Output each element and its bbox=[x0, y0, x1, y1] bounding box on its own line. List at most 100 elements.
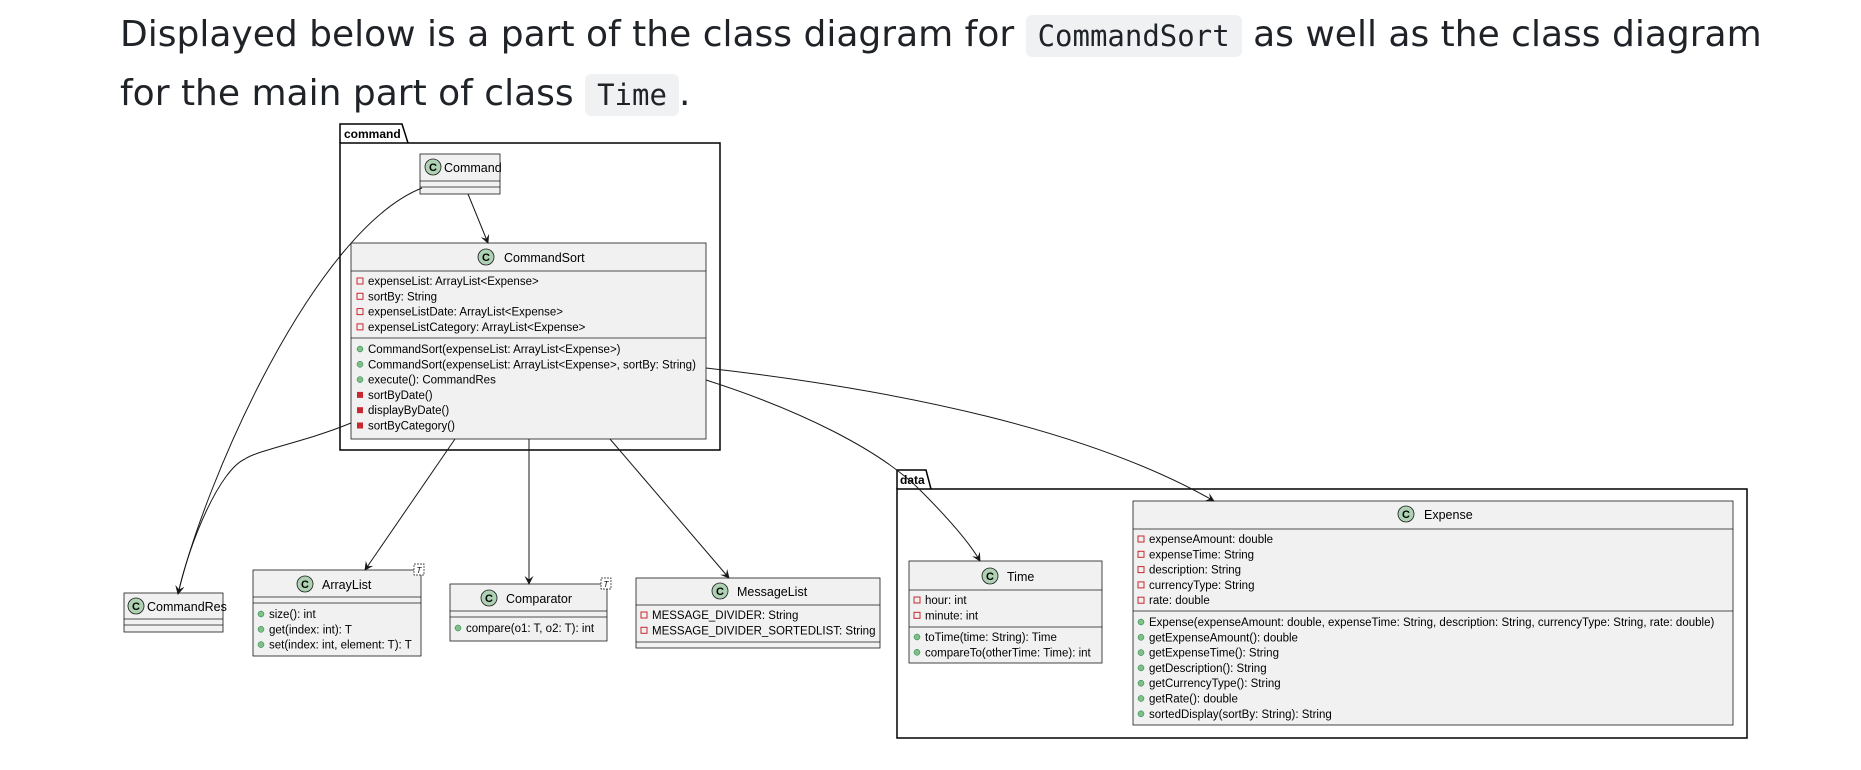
edge-commandsort-to-time bbox=[705, 379, 981, 562]
class-c-letter: C bbox=[482, 252, 490, 264]
package-command-label: command bbox=[344, 127, 401, 141]
private-visibility-icon bbox=[1137, 535, 1145, 543]
class-c-icon bbox=[981, 567, 999, 585]
class-member: description: String bbox=[1149, 565, 1241, 577]
class-c-icon bbox=[1397, 505, 1415, 523]
public-visibility-icon bbox=[1137, 710, 1145, 718]
class-c-icon bbox=[127, 597, 145, 615]
public-visibility-icon bbox=[1137, 695, 1145, 702]
class-c-letter: C bbox=[485, 593, 493, 605]
public-visibility-icon bbox=[1137, 634, 1145, 641]
public-visibility-icon bbox=[913, 649, 921, 656]
class-name: Expense bbox=[1424, 508, 1473, 522]
class-member: rate: double bbox=[1149, 595, 1210, 607]
class-member: size(): int bbox=[269, 609, 316, 621]
package-data: data bbox=[896, 469, 1748, 739]
class-member: expenseTime: String bbox=[1149, 549, 1254, 561]
class-member: sortedDisplay(sortBy: String): String bbox=[1149, 709, 1332, 721]
package-data-label: data bbox=[900, 473, 925, 487]
class-member: MESSAGE_DIVIDER_SORTEDLIST: String bbox=[652, 625, 875, 637]
class-name: MessageList bbox=[737, 585, 808, 599]
commandsort-fields: expenseList: ArrayList<Expense> sortBy: S… bbox=[356, 276, 586, 334]
messagelist-fields: MESSAGE_DIVIDER: StringMESSAGE_DIVIDER_S… bbox=[640, 610, 875, 637]
package-command: command bbox=[339, 123, 721, 451]
private-visibility-icon bbox=[1137, 566, 1145, 574]
class-member: get(index: int): T bbox=[269, 624, 352, 636]
comparator-methods: compare(o1: T, o2: T): int bbox=[454, 623, 595, 635]
class-member: MESSAGE_DIVIDER: String bbox=[652, 610, 798, 622]
class-member: sortByDate() bbox=[368, 390, 433, 402]
generic-param-box bbox=[413, 563, 425, 576]
private-visibility-icon bbox=[913, 611, 921, 619]
class-commandres: C CommandRes bbox=[123, 592, 227, 633]
class-member: getExpenseTime(): String bbox=[1149, 648, 1279, 660]
public-visibility-icon bbox=[913, 633, 921, 641]
class-c-letter: C bbox=[716, 586, 724, 598]
class-c-icon bbox=[711, 582, 729, 600]
intro-text: Displayed below is a part of the class d… bbox=[120, 6, 1820, 124]
class-member: toTime(time: String): Time bbox=[925, 632, 1057, 644]
private-visibility-icon bbox=[356, 292, 364, 300]
generic-param-letter: T bbox=[417, 566, 423, 575]
class-member: getCurrencyType(): String bbox=[1149, 678, 1281, 690]
class-name: ArrayList bbox=[322, 578, 372, 592]
class-member: compareTo(otherTime: Time): int bbox=[925, 647, 1092, 659]
private-visibility-icon bbox=[356, 277, 364, 285]
private-visibility-icon bbox=[913, 596, 921, 604]
private-visibility-icon bbox=[357, 391, 363, 398]
private-visibility-icon bbox=[357, 407, 363, 414]
class-member: sortBy: String bbox=[368, 291, 437, 303]
class-member: expenseList: ArrayList<Expense> bbox=[368, 276, 539, 288]
edge-command-to-commandsort bbox=[467, 193, 490, 244]
code-commandsort: CommandSort bbox=[1025, 15, 1242, 57]
class-member: currencyType: String bbox=[1149, 580, 1254, 592]
expense-methods: Expense(expenseAmount: double, expenseTi… bbox=[1137, 617, 1714, 721]
class-c-letter: C bbox=[429, 162, 437, 174]
intro-after: . bbox=[678, 73, 691, 114]
class-member: CommandSort(expenseList: ArrayList<Expen… bbox=[368, 344, 621, 356]
public-visibility-icon bbox=[454, 624, 462, 632]
class-c-letter: C bbox=[986, 571, 994, 583]
private-visibility-icon bbox=[1137, 581, 1145, 589]
generic-param-box bbox=[600, 577, 612, 590]
class-member: execute(): CommandRes bbox=[368, 375, 496, 387]
expense-fields: expenseAmount: double expenseTime: String… bbox=[1137, 534, 1273, 607]
class-member: sortByCategory() bbox=[368, 421, 455, 433]
class-c-letter: C bbox=[132, 601, 140, 613]
intro-middle: as well as the class diagram for the mai… bbox=[120, 14, 1762, 114]
public-visibility-icon bbox=[356, 345, 364, 353]
class-comparator: C Comparator T compare(o1: T, o2: T): in… bbox=[449, 577, 612, 642]
edge-commandsort-to-commandres bbox=[175, 422, 352, 595]
class-member: getRate(): double bbox=[1149, 694, 1238, 706]
class-c-letter: C bbox=[1402, 509, 1410, 521]
class-member: expenseAmount: double bbox=[1149, 534, 1273, 546]
arraylist-methods: size(): int get(index: int): T set(index: … bbox=[257, 609, 412, 652]
class-member: getDescription(): String bbox=[1149, 663, 1267, 675]
code-time: Time bbox=[585, 74, 679, 116]
class-expense: C Expense expenseAmount: double expenseTi… bbox=[1132, 500, 1734, 726]
edge-commandsort-to-expense bbox=[705, 367, 1215, 502]
public-visibility-icon bbox=[257, 626, 265, 633]
class-command: C Command bbox=[419, 153, 502, 195]
private-visibility-icon bbox=[640, 611, 648, 619]
class-member: hour: int bbox=[925, 595, 967, 607]
private-visibility-icon bbox=[1137, 550, 1145, 558]
class-name: CommandSort bbox=[504, 251, 585, 265]
class-member: set(index: int, element: T): T bbox=[269, 640, 412, 652]
class-c-icon bbox=[424, 158, 442, 176]
edge-commandsort-to-arraylist bbox=[364, 438, 456, 571]
generic-param-letter: T bbox=[604, 580, 610, 589]
public-visibility-icon bbox=[257, 641, 265, 648]
time-methods: toTime(time: String): Time compareTo(othe… bbox=[913, 632, 1092, 659]
private-visibility-icon bbox=[1137, 596, 1145, 604]
public-visibility-icon bbox=[1137, 664, 1145, 672]
class-messagelist: C MessageList MESSAGE_DIVIDER: StringMES… bbox=[635, 577, 881, 649]
public-visibility-icon bbox=[1137, 679, 1145, 687]
edge-commandsort-to-messagelist bbox=[609, 438, 730, 579]
class-commandsort: C CommandSort expenseList: ArrayList<Exp… bbox=[350, 242, 707, 440]
public-visibility-icon bbox=[1137, 649, 1145, 656]
class-member: expenseListDate: ArrayList<Expense> bbox=[368, 307, 563, 319]
